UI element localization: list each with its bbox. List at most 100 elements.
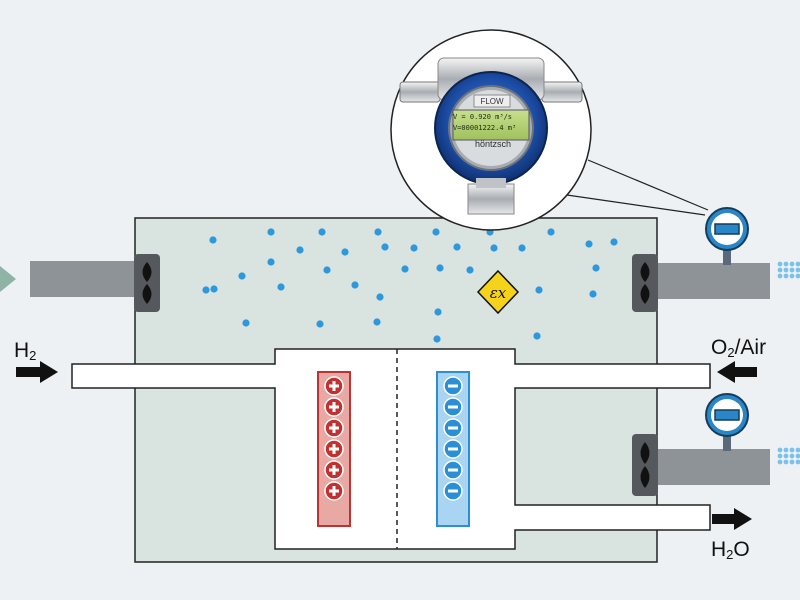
exhaust-dot [795,453,800,459]
air-particle [351,281,359,289]
air-particle [296,246,304,254]
exhaust-dot [777,273,783,279]
air-particle [202,286,210,294]
gauge-stem-bottom [723,433,731,451]
fan-icon [632,254,658,312]
air-particle [610,238,618,246]
exhaust-dot [795,267,800,273]
air-particle [434,308,442,316]
air-particle [410,244,418,252]
charge-bar [448,384,458,388]
charge-bar-vertical [332,381,336,391]
flow-display-line2: V=00001222.4 m³ [453,124,517,132]
water-label: H2O [711,538,750,562]
outlet-pipe-bottom [655,449,770,485]
explosion-hazard-icon: εx [476,269,520,315]
flow-meter-icon [390,29,592,231]
charge-bar-vertical [332,465,336,475]
charge-bar [448,405,458,409]
hydrogen-label: H2 [14,339,37,363]
arrow-right-icon [712,508,752,530]
air-particle [267,258,275,266]
callout-line [587,159,709,211]
air-particle [209,236,217,244]
exhaust-dot [777,447,783,453]
air-particle [242,319,250,327]
pressure-gauge-icon [705,207,749,251]
air-particle [490,244,498,252]
air-particle [433,335,441,343]
exhaust-dot [795,261,800,267]
air-particle [585,240,593,248]
hazard-symbol: εx [490,284,507,302]
exhaust-dot [789,267,795,273]
charge-bar [448,447,458,451]
air-particle [401,265,409,273]
air-particle [518,244,526,252]
exhaust-dot [783,459,789,465]
air-particle [432,228,440,236]
flow-display: V = 0.920 m³/s V=00001222.4 m³ [453,112,529,142]
brand-label: höntzsch [474,139,512,149]
air-particle [267,228,275,236]
air-particle [318,228,326,236]
exhaust-dot [783,267,789,273]
charge-bar [448,489,458,493]
exhaust-dot [795,273,800,279]
exhaust-dot [777,261,783,267]
air-particle [374,228,382,236]
pressure-gauge-icon [705,393,749,437]
air-particle [592,264,600,272]
exhaust-dot [789,453,795,459]
exhaust-dot [789,459,795,465]
air-particle [436,264,444,272]
exhaust-dot [789,273,795,279]
exhaust-dot [783,447,789,453]
flow-display-line1: V = 0.920 m³/s [453,113,513,121]
exhaust-dot [777,267,783,273]
callout-line [559,193,706,216]
exhaust-dot [777,453,783,459]
air-particle [341,248,349,256]
charge-bar-vertical [332,423,336,433]
anode-signs [324,376,344,501]
air-particle [323,266,331,274]
air-particle [210,285,218,293]
exhaust-dots [777,261,800,465]
air-particle [533,332,541,340]
air-particle [466,266,474,274]
exhaust-dot [795,447,800,453]
inlet-pipe [30,261,140,297]
charge-bar-vertical [332,486,336,496]
inlet-arrow-icon [0,266,16,292]
exhaust-dot [783,261,789,267]
oxygen-air-label: O2/Air [711,336,767,360]
outlet-pipe-top [655,263,770,299]
air-particle [376,293,384,301]
fuel-cell-channel [71,348,711,550]
fan-icon [134,254,160,312]
exhaust-dot [777,459,783,465]
exhaust-dot [795,459,800,465]
air-particles [202,228,618,343]
fan-icon [632,434,658,496]
cathode-signs [443,376,463,501]
air-particle [535,286,543,294]
air-particle [547,228,555,236]
charge-bar-vertical [332,444,336,454]
air-particle [238,272,246,280]
exhaust-dot [783,453,789,459]
air-particle [316,320,324,328]
charge-bar [448,468,458,472]
air-particle [453,243,461,251]
exhaust-dot [789,447,795,453]
air-particle [277,283,285,291]
exhaust-dot [789,261,795,267]
flow-label: FLOW [480,97,504,106]
charge-bar [448,426,458,430]
arrow-right-icon [16,361,58,383]
air-particle [373,318,381,326]
exhaust-dot [783,273,789,279]
charge-bar-vertical [332,402,336,412]
